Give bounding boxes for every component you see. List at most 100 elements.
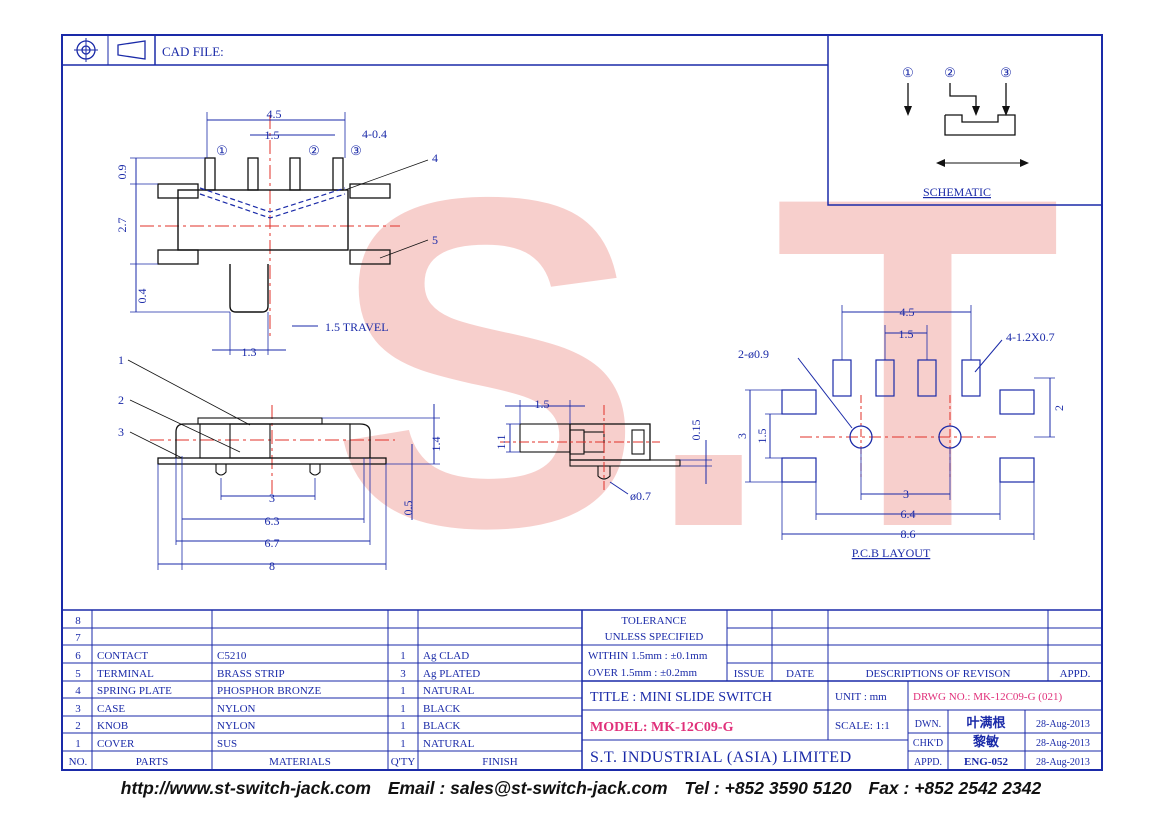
svg-text:4-0.4: 4-0.4 bbox=[362, 127, 387, 141]
projection-symbol-icon bbox=[74, 38, 146, 62]
svg-text:MODEL: MK-12C09-G: MODEL: MK-12C09-G bbox=[590, 720, 734, 735]
contact-footer: http://www.st-switch-jack.com Email : sa… bbox=[0, 778, 1162, 799]
svg-text:28-Aug-2013: 28-Aug-2013 bbox=[1036, 738, 1090, 749]
svg-text:S.T. INDUSTRIAL (ASIA) LIMI: S.T. INDUSTRIAL (ASIA) LIMITED bbox=[590, 749, 852, 766]
svg-text:4.5: 4.5 bbox=[267, 107, 282, 121]
svg-text:0.9: 0.9 bbox=[115, 165, 129, 180]
svg-text:SCHEMATIC: SCHEMATIC bbox=[923, 185, 991, 199]
svg-text:6.4: 6.4 bbox=[901, 507, 916, 521]
svg-text:1: 1 bbox=[118, 353, 124, 367]
svg-text:KNOB: KNOB bbox=[97, 720, 128, 732]
svg-text:1: 1 bbox=[400, 738, 406, 750]
svg-text:8: 8 bbox=[75, 615, 81, 627]
svg-text:6: 6 bbox=[75, 650, 81, 662]
svg-text:2.7: 2.7 bbox=[115, 218, 129, 233]
svg-text:8: 8 bbox=[269, 559, 275, 573]
pcb-layout: 4.5 1.5 4-1.2X0.7 2-ø0.9 2 3 1.5 3 6.4 8… bbox=[735, 305, 1066, 560]
svg-text:4.5: 4.5 bbox=[900, 305, 915, 319]
phone-text: Tel : +852 3590 5120 bbox=[684, 778, 852, 798]
svg-text:1.5: 1.5 bbox=[899, 327, 914, 341]
svg-text:TOLERANCE: TOLERANCE bbox=[621, 615, 686, 627]
svg-text:5: 5 bbox=[75, 668, 81, 680]
schematic: ① ② ③ SCHEMATIC bbox=[827, 34, 1103, 206]
svg-text:NATURAL: NATURAL bbox=[423, 738, 475, 750]
svg-text:P.C.B LAYOUT: P.C.B LAYOUT bbox=[852, 546, 931, 560]
svg-text:0.15: 0.15 bbox=[689, 420, 703, 441]
svg-text:②: ② bbox=[944, 65, 956, 80]
svg-text:CONTACT: CONTACT bbox=[97, 650, 148, 662]
svg-text:3: 3 bbox=[903, 487, 909, 501]
svg-text:1.5: 1.5 bbox=[265, 128, 280, 142]
svg-text:S.T: S.T bbox=[330, 100, 1061, 625]
svg-text:4-1.2X0.7: 4-1.2X0.7 bbox=[1006, 330, 1055, 344]
svg-text:28-Aug-2013: 28-Aug-2013 bbox=[1036, 757, 1090, 768]
svg-text:OVER 1.5mm : ±0.2mm: OVER 1.5mm : ±0.2mm bbox=[588, 667, 697, 679]
svg-text:CHK'D: CHK'D bbox=[913, 738, 943, 749]
svg-text:2: 2 bbox=[1052, 405, 1066, 411]
svg-text:黎敏: 黎敏 bbox=[973, 734, 1000, 749]
svg-text:1: 1 bbox=[400, 650, 406, 662]
bom-table: 8 7 6 CONTACT C5210 1 Ag CLAD 5 TERMINAL… bbox=[62, 609, 1102, 770]
svg-text:APPD.: APPD. bbox=[914, 757, 942, 768]
svg-text:3: 3 bbox=[400, 668, 406, 680]
svg-text:NYLON: NYLON bbox=[217, 720, 256, 732]
svg-text:NATURAL: NATURAL bbox=[423, 685, 475, 697]
svg-text:DESCRIPTIONS OF REVISON: DESCRIPTIONS OF REVISON bbox=[866, 668, 1011, 680]
svg-text:ISSUE: ISSUE bbox=[734, 668, 765, 680]
svg-text:1: 1 bbox=[75, 738, 81, 750]
svg-text:1: 1 bbox=[400, 685, 406, 697]
svg-text:TITLE : MINI SLIDE SWITCH: TITLE : MINI SLIDE SWITCH bbox=[590, 690, 772, 705]
svg-text:③: ③ bbox=[1000, 65, 1012, 80]
svg-text:C5210: C5210 bbox=[217, 650, 247, 662]
svg-text:4: 4 bbox=[432, 151, 438, 165]
svg-text:1: 1 bbox=[400, 720, 406, 732]
svg-text:CASE: CASE bbox=[97, 703, 125, 715]
svg-text:BLACK: BLACK bbox=[423, 703, 460, 715]
svg-text:6.3: 6.3 bbox=[265, 514, 280, 528]
svg-text:ø0.7: ø0.7 bbox=[630, 489, 651, 503]
svg-text:ENG-052: ENG-052 bbox=[964, 756, 1009, 768]
svg-text:NO.: NO. bbox=[69, 756, 88, 768]
svg-text:5: 5 bbox=[432, 233, 438, 247]
end-view: 1.5 1.1 0.15 ø0.7 bbox=[494, 397, 712, 503]
svg-text:1.5 TRAVEL: 1.5 TRAVEL bbox=[325, 320, 389, 334]
svg-text:2: 2 bbox=[75, 720, 81, 732]
cad-file-label: CAD FILE: bbox=[162, 44, 224, 59]
svg-text:3: 3 bbox=[75, 703, 81, 715]
st-watermark: S.T bbox=[330, 100, 1061, 625]
svg-text:TERMINAL: TERMINAL bbox=[97, 668, 154, 680]
svg-text:UNLESS SPECIFIED: UNLESS SPECIFIED bbox=[605, 631, 704, 643]
svg-text:3: 3 bbox=[269, 491, 275, 505]
svg-text:0.4: 0.4 bbox=[135, 289, 149, 304]
svg-text:3: 3 bbox=[118, 425, 124, 439]
svg-text:NYLON: NYLON bbox=[217, 703, 256, 715]
svg-text:FINISH: FINISH bbox=[482, 756, 518, 768]
svg-text:SPRING PLATE: SPRING PLATE bbox=[97, 685, 172, 697]
svg-text:7: 7 bbox=[75, 632, 81, 644]
svg-text:APPD.: APPD. bbox=[1060, 668, 1091, 680]
svg-text:Q'TY: Q'TY bbox=[391, 756, 416, 768]
website-link[interactable]: http://www.st-switch-jack.com bbox=[120, 778, 371, 798]
svg-text:1.1: 1.1 bbox=[494, 435, 508, 450]
svg-text:WITHIN 1.5mm : ±0.1mm: WITHIN 1.5mm : ±0.1mm bbox=[588, 650, 708, 662]
svg-text:1.3: 1.3 bbox=[242, 345, 257, 359]
svg-text:3: 3 bbox=[735, 433, 749, 439]
svg-text:2: 2 bbox=[118, 393, 124, 407]
svg-text:6.7: 6.7 bbox=[265, 536, 280, 550]
svg-text:0.5: 0.5 bbox=[401, 501, 415, 516]
side-view: 4.5 1.5 4-0.4 ① ② ③ 0.9 2.7 0.4 1.3 1.5 … bbox=[115, 107, 438, 359]
email-link[interactable]: Email : sales@st-switch-jack.com bbox=[387, 778, 668, 798]
svg-text:MATERIALS: MATERIALS bbox=[269, 756, 331, 768]
svg-text:DWN.: DWN. bbox=[915, 719, 941, 730]
svg-text:DATE: DATE bbox=[786, 668, 814, 680]
svg-text:②: ② bbox=[308, 143, 320, 158]
svg-text:叶满根: 叶满根 bbox=[966, 715, 1006, 730]
svg-text:①: ① bbox=[216, 143, 228, 158]
svg-text:①: ① bbox=[902, 65, 914, 80]
fax-text: Fax : +852 2542 2342 bbox=[868, 778, 1042, 798]
svg-text:2-ø0.9: 2-ø0.9 bbox=[738, 347, 769, 361]
drawing-sheet: S.T CAD FILE: ① ② ③ SCHEMATIC bbox=[61, 34, 1103, 771]
svg-text:Ag CLAD: Ag CLAD bbox=[423, 650, 469, 662]
svg-text:SUS: SUS bbox=[217, 738, 237, 750]
tolerance-revision: TOLERANCE UNLESS SPECIFIED WITHIN 1.5mm … bbox=[582, 610, 1102, 682]
